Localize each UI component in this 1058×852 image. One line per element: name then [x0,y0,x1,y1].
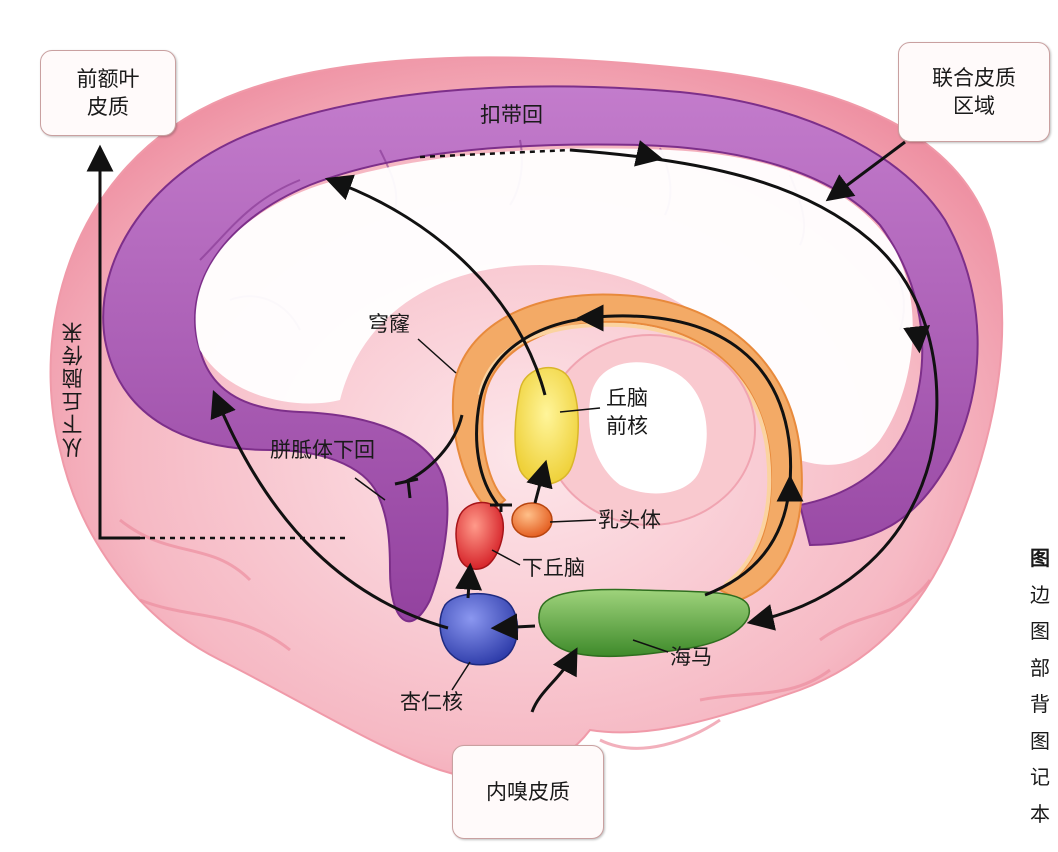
mammillary-body-shape [511,502,553,538]
caption-char: 图 [1030,728,1050,753]
hypothalamus-shape [455,501,504,570]
fornix-label: 穹窿 [368,312,410,336]
cingulum-mid-arrowhead [633,140,664,167]
cingulum-down-arrowhead [903,325,931,354]
association-arrow [825,140,906,202]
amygdala-to-cortex-arrow [210,389,449,630]
amygdala-shape [439,592,519,666]
caption-char: 背 [1030,692,1050,716]
entorhinal-arrow [530,647,578,713]
from-hypothalamus-label: 从下丘脑传来 [61,320,85,458]
anterior-thalamic-nucleus-label: 丘脑 前核 [606,386,648,438]
caption-char: 边 [1030,582,1050,607]
hypothalamus-label: 下丘脑 [522,556,585,580]
fornix-arrow [475,314,793,597]
caption-char: 图 [1030,546,1050,570]
cingulate-gyrus-shape [102,85,979,623]
amygdala-label: 杏仁核 [400,690,463,714]
caption-char: 部 [1030,655,1050,680]
pointer-amygdala [451,661,471,691]
pointer-mammillary [549,519,597,523]
from-hypothalamus-line [86,144,140,540]
fornix-tbar [490,503,512,512]
entorhinal-cortex-label: 内嗅皮质 [486,780,570,804]
pointer-thalamus [559,407,601,413]
caption-char: 记 [1030,765,1050,789]
fornix-branch [404,414,464,484]
pointer-hypothalamus [491,549,521,566]
callosal-space [195,148,913,465]
caption-char: 图 [1030,619,1050,643]
association-cortex-label: 联合皮质 区域 [932,66,1016,118]
thalamus-interthalamic [589,362,707,494]
hippocampus-label: 海马 [670,645,712,669]
cingulate-gyrus-label: 扣带回 [480,103,543,127]
prefrontal-cortex-label: 前额叶 皮质 [76,67,140,119]
pointer-fornix [417,338,457,374]
amygdala-to-hypothalamus-arrow [455,562,483,599]
brain-gyri [119,518,932,750]
anterior-thalamus-shape [514,366,579,485]
subcallosal-tbar [394,477,419,499]
pointer-hippocampus [632,639,669,653]
thalamus-to-cingulate-arrow [324,174,547,396]
hippocampus-to-amygdala-arrow [490,613,536,641]
mammillary-to-thalamus-arrow [526,459,553,504]
caption-fragment-column: 图 边 图 部 背 图 记 本 [1030,540,1058,832]
prefrontal-cortex-box: 前额叶 皮质 [40,50,176,136]
caption-char: 本 [1030,801,1050,826]
pointer-subcallosal [354,477,386,501]
entorhinal-cortex-box: 内嗅皮质 [452,745,604,839]
mammillary-body-label: 乳头体 [598,508,661,532]
subcallosal-gyrus-label: 胼胝体下回 [270,438,375,462]
association-cortex-box: 联合皮质 区域 [898,42,1050,142]
